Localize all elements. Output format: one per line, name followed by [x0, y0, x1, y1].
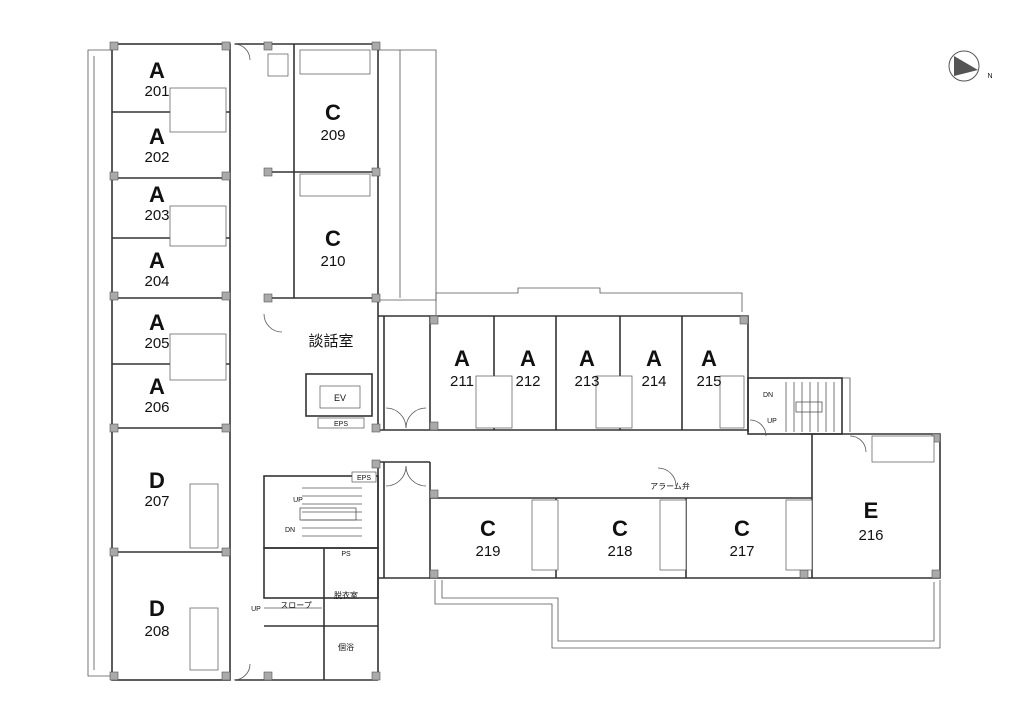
changing-room-label: 脱衣室	[334, 590, 358, 600]
room-204-type: A	[149, 248, 165, 273]
room-202-type: A	[149, 124, 165, 149]
room-201-number: 201	[144, 83, 169, 100]
room-213-type: A	[579, 346, 595, 371]
doors	[233, 43, 867, 681]
room-209-type: C	[325, 100, 341, 125]
direction-labels: UP DN UP DN UP	[251, 392, 777, 613]
elevator-label: EV	[334, 393, 346, 403]
room-208-type: D	[149, 596, 165, 621]
stair-down-label: DN	[285, 527, 295, 534]
room-216-type: E	[864, 498, 879, 523]
room-205-number: 205	[144, 335, 169, 352]
room-207-type: D	[149, 468, 165, 493]
room-203-number: 203	[144, 207, 169, 224]
room-216-number: 216	[858, 527, 883, 544]
lounge-label: 談話室	[308, 332, 353, 350]
room-206-type: A	[149, 374, 165, 399]
slope-label: スロープ	[280, 601, 312, 610]
room-214-number: 214	[641, 373, 666, 390]
space-labels: 談話室 EV EPS EPS 脱衣室 個浴 スロープ アラーム弁 PS	[280, 332, 690, 652]
room-211-number: 211	[450, 373, 474, 390]
room-215-number: 215	[696, 373, 721, 390]
room-201-type: A	[149, 58, 165, 83]
eps-label-stair: EPS	[357, 475, 371, 482]
room-212-type: A	[520, 346, 536, 371]
room-labels: A 201 A 202 A 203 A 204 A 205 A 206 D 20…	[144, 58, 883, 640]
room-219-number: 219	[475, 543, 500, 560]
room-213-number: 213	[574, 373, 599, 390]
stair-treads	[299, 382, 835, 537]
room-203-type: A	[149, 182, 165, 207]
room-212-number: 212	[515, 373, 540, 390]
room-209-number: 209	[320, 127, 345, 144]
east-stair-down-label: DN	[763, 392, 773, 399]
room-210-number: 210	[320, 253, 345, 270]
room-219-type: C	[480, 516, 496, 541]
stair-up-label: UP	[293, 497, 303, 504]
room-215-type: A	[701, 346, 717, 371]
pipe-space-label: PS	[341, 551, 351, 558]
room-217-number: 217	[729, 543, 754, 560]
room-214-type: A	[646, 346, 662, 371]
room-206-number: 206	[144, 399, 169, 416]
private-bath-label: 個浴	[338, 642, 354, 652]
room-202-number: 202	[144, 149, 169, 166]
bathroom-fixtures	[169, 49, 935, 671]
east-stair-up-label: UP	[767, 418, 777, 425]
slope-up-label: UP	[251, 606, 261, 613]
structural-pillars	[109, 41, 941, 681]
room-211-type: A	[454, 346, 470, 371]
room-204-number: 204	[144, 273, 169, 290]
room-210-type: C	[325, 226, 341, 251]
north-label: N	[987, 73, 992, 80]
room-207-number: 207	[144, 493, 169, 510]
room-208-number: 208	[144, 623, 169, 640]
alarm-valve-label: アラーム弁	[650, 481, 690, 491]
north-arrow: N	[948, 50, 993, 82]
room-218-type: C	[612, 516, 628, 541]
room-217-type: C	[734, 516, 750, 541]
eps-label-core: EPS	[334, 421, 348, 428]
room-218-number: 218	[607, 543, 632, 560]
room-205-type: A	[149, 310, 165, 335]
